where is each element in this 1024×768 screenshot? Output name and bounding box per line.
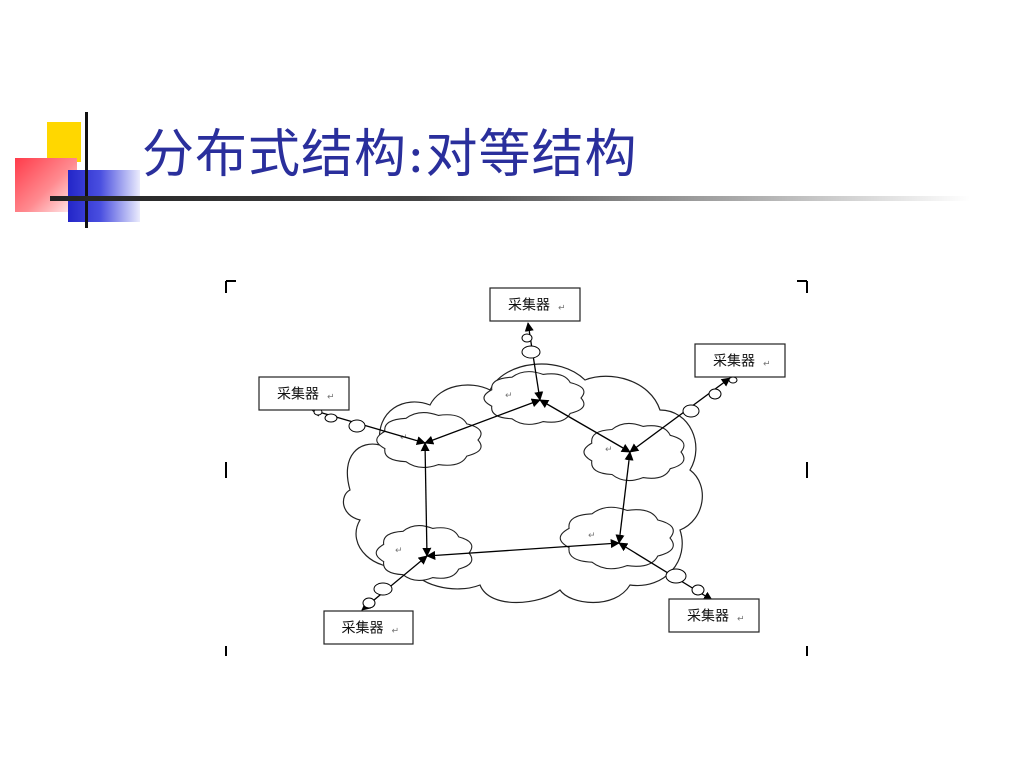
link-bottomleft-bottomright (426, 539, 620, 560)
decor-vertical-rule (85, 112, 88, 228)
signal-bubble (348, 419, 366, 433)
link-left-bottomleft (420, 442, 432, 557)
return-mark: ↵ (392, 627, 400, 637)
title-underline (50, 196, 970, 201)
decor-yellow-square (47, 122, 81, 162)
return-mark: ↵ (588, 531, 596, 541)
collector-box-bottom-left: 采集器 ↵ (323, 610, 414, 645)
return-mark: ↵ (605, 445, 613, 455)
signal-bubble (665, 568, 687, 584)
return-mark: ↵ (763, 360, 771, 370)
signal-bubble (521, 333, 533, 343)
return-mark: ↵ (327, 393, 335, 403)
image-frame-ticks (225, 280, 808, 656)
collector-box-top: 采集器 ↵ (489, 287, 581, 322)
collector-label: 采集器 (508, 297, 550, 314)
signal-bubble (728, 376, 738, 384)
return-mark: ↵ (395, 546, 403, 556)
signal-bubble (691, 584, 705, 596)
link-top-right (539, 399, 631, 453)
return-mark: ↵ (505, 391, 513, 401)
return-mark: ↵ (737, 615, 745, 625)
collector-box-bottom-right: 采集器 ↵ (668, 598, 760, 633)
signal-bubble (521, 345, 541, 359)
signal-bubble (362, 597, 376, 609)
collector-label: 采集器 (687, 608, 729, 625)
collector-box-left: 采集器 ↵ (258, 376, 350, 411)
signal-bubble (708, 388, 722, 400)
signal-bubble (373, 582, 393, 596)
link-right-bottomright (615, 451, 634, 544)
link-top-left (424, 398, 541, 445)
collector-label: 采集器 (713, 353, 755, 370)
slide-title: 分布式结构:对等结构 (142, 125, 638, 185)
return-mark: ↵ (558, 304, 566, 314)
collector-label: 采集器 (342, 620, 384, 637)
decor-red-square (15, 158, 77, 212)
collector-box-right: 采集器 ↵ (694, 343, 786, 378)
collector-label: 采集器 (277, 386, 319, 403)
signal-bubble (324, 413, 338, 423)
signal-bubble (682, 404, 700, 418)
